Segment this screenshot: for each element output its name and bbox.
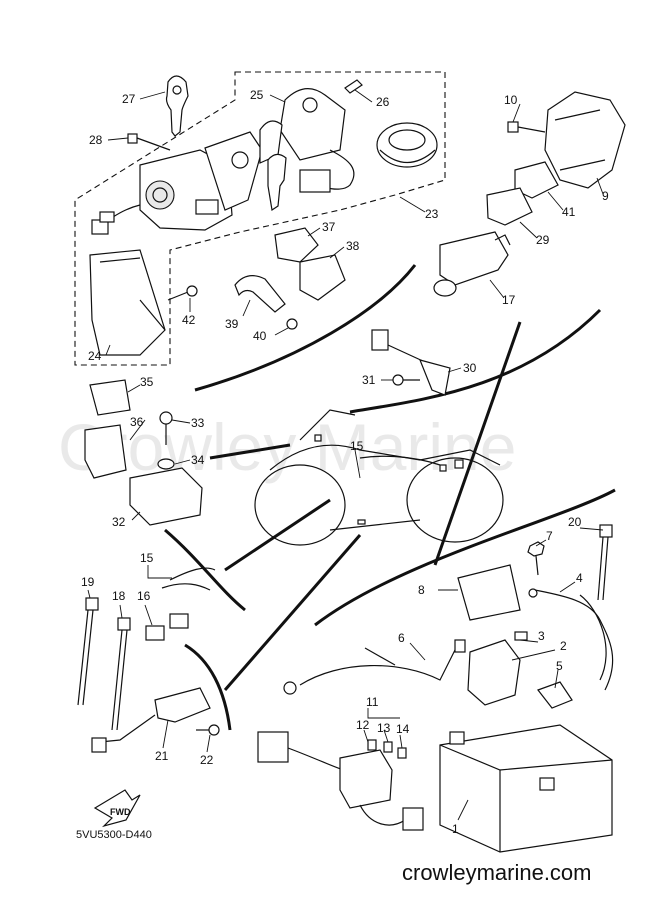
label-37: 37 [322,220,336,234]
label-16: 16 [137,589,151,603]
wire-4 [534,589,614,691]
fwd-label: FWD [110,807,131,817]
starter-relay [467,639,521,706]
label-26: 26 [376,95,390,109]
fuse-box-harness [257,731,424,831]
label-28: 28 [89,133,103,147]
label-25: 25 [250,88,264,102]
label-36: 36 [130,415,144,429]
relay-29 [486,187,533,226]
label-9: 9 [602,189,609,203]
connector-38 [299,254,346,301]
label-32: 32 [112,515,126,529]
label-15-top: 15 [350,439,364,453]
label-19: 19 [81,575,95,589]
bolt-31 [392,374,420,386]
label-21: 21 [155,749,169,763]
label-31: 31 [362,373,376,387]
label-40: 40 [253,329,267,343]
cable-tie-18 [111,617,131,731]
label-17: 17 [502,293,516,307]
label-18: 18 [112,589,126,603]
rubber-cover-8 [457,564,521,621]
bolt-7 [527,541,545,598]
bracket-39 [234,275,286,313]
label-38: 38 [346,239,360,253]
label-33: 33 [191,416,205,430]
section-dividers [164,264,616,731]
label-41: 41 [562,205,576,219]
group-23-dashed-outline [74,71,446,366]
label-5: 5 [556,659,563,673]
label-7: 7 [546,529,553,543]
harness-30 [371,329,451,396]
seat-lock-assembly [259,79,363,212]
horn-21 [91,687,211,753]
label-29: 29 [536,233,550,247]
label-39: 39 [225,317,239,331]
label-34: 34 [191,453,205,467]
label-2: 2 [560,639,567,653]
cable-tie-20 [597,524,613,601]
part-labels: 27 28 25 26 23 24 42 10 9 41 29 17 37 38… [81,88,609,836]
label-4: 4 [576,571,583,585]
battery [439,724,613,853]
website-link[interactable]: crowleymarine.com [402,860,592,885]
ignition-coil [433,231,511,297]
cdi-unit [89,249,166,356]
cover-5 [537,681,573,709]
sensor-37 [274,227,319,263]
wire-15 [161,567,216,591]
label-30: 30 [463,361,477,375]
label-10: 10 [504,93,518,107]
bolt-22 [196,724,220,736]
bolt-10 [507,121,546,133]
label-35: 35 [140,375,154,389]
key-part [165,75,189,137]
bolt-28 [127,133,171,151]
label-24: 24 [88,349,102,363]
cable-tie-19 [77,597,99,706]
label-6: 6 [398,631,405,645]
fwd-arrow: FWD [93,789,141,828]
diagram-code: 5VU5300-D440 [76,829,152,841]
label-23: 23 [425,207,439,221]
label-3: 3 [538,629,545,643]
fuel-cap [376,122,438,168]
washer-34 [157,458,175,470]
label-27: 27 [122,92,136,106]
relay-35 [89,379,131,416]
label-11: 11 [366,695,379,709]
label-13: 13 [377,721,391,735]
label-22: 22 [200,753,214,767]
label-8: 8 [418,583,425,597]
motorcycle-outline [254,409,504,546]
fuse-3 [514,631,528,641]
label-12: 12 [356,718,370,732]
flasher-relay [129,467,203,526]
label-42: 42 [182,313,196,327]
label-14: 14 [396,722,410,736]
main-switch-assembly [91,131,263,235]
relay-41 [514,161,559,199]
bolt-42 [167,285,198,301]
leader-lines [87,89,604,821]
label-1: 1 [452,822,459,836]
bolt-40 [286,318,298,330]
relay-36 [84,424,127,479]
regulator-unit [544,91,626,189]
watermark-text: Crowley Marine [58,410,516,484]
battery-lead-6 [283,639,466,695]
label-15-bottom: 15 [140,551,154,565]
label-20: 20 [568,515,582,529]
connector-16 [145,613,189,641]
bolt-33 [159,411,173,445]
